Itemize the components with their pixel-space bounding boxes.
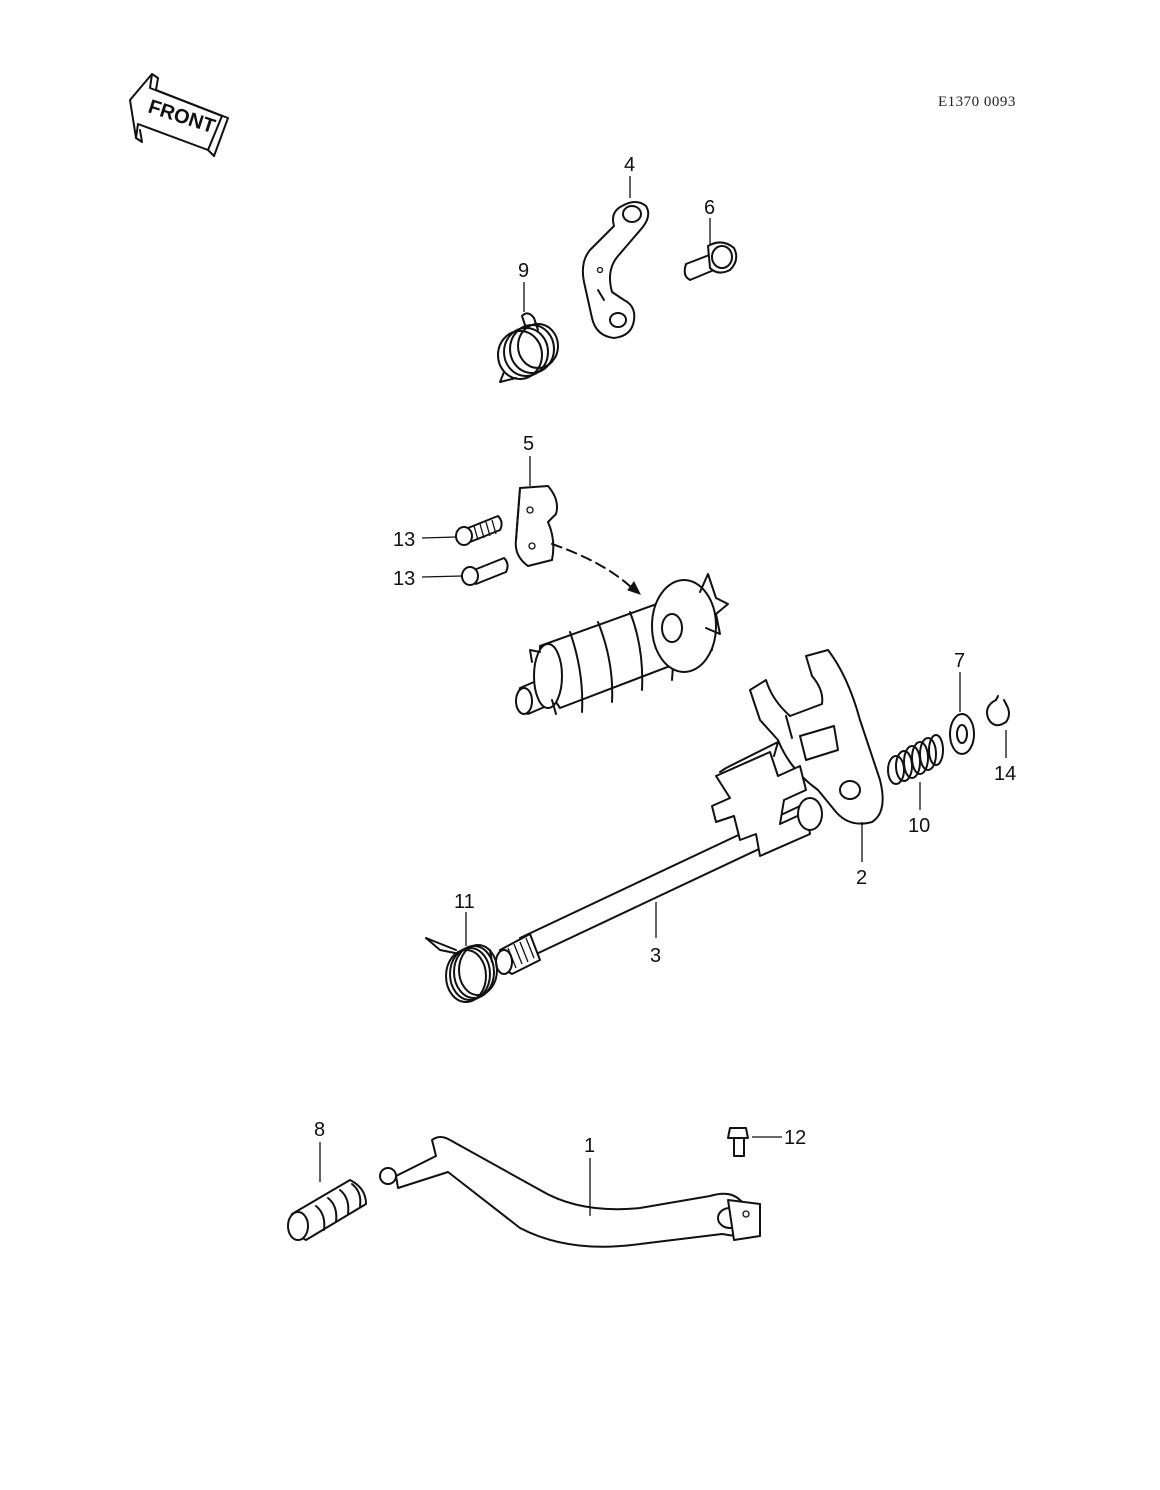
part-12-bolt <box>727 1127 749 1157</box>
callout-4: 4 <box>624 154 635 176</box>
assembly-arrow <box>551 543 641 595</box>
part-13-screw-lower <box>461 557 509 586</box>
drawing-code: E1370 0093 <box>938 94 1016 110</box>
part-9-spring <box>497 312 559 383</box>
callout-13-lower: 13 <box>393 568 415 590</box>
part-8-rubber <box>287 1179 367 1241</box>
part-7-washer <box>949 713 975 755</box>
front-arrow-icon: FRONT <box>129 73 229 157</box>
callout-3: 3 <box>650 945 661 967</box>
callout-12: 12 <box>784 1127 806 1149</box>
callout-10: 10 <box>908 815 930 837</box>
callout-6: 6 <box>704 197 715 219</box>
part-4-bracket <box>581 201 650 339</box>
part-10-spring <box>887 734 944 785</box>
callout-9: 9 <box>518 260 529 282</box>
part-2-shift-arm <box>749 649 884 825</box>
callout-8: 8 <box>314 1119 325 1141</box>
callout-2: 2 <box>856 867 867 889</box>
callout-5: 5 <box>523 433 534 455</box>
part-6-bolt <box>683 241 738 281</box>
part-3-shaft <box>495 741 823 975</box>
shift-drum <box>515 573 729 715</box>
leader-lines <box>319 176 1007 1216</box>
part-14-circlip <box>986 695 1010 727</box>
callout-13-upper: 13 <box>393 529 415 551</box>
part-11-spring <box>425 937 498 1003</box>
callout-7: 7 <box>954 650 965 672</box>
callout-1: 1 <box>584 1135 595 1157</box>
part-1-shift-pedal <box>379 1136 761 1248</box>
callout-11: 11 <box>454 891 475 913</box>
callout-labels: 4 6 9 5 13 13 7 14 10 2 11 3 8 1 12 <box>314 154 1016 1157</box>
part-13-screw-upper <box>455 515 503 546</box>
callout-14: 14 <box>994 763 1016 785</box>
part-5-plate <box>514 485 558 567</box>
